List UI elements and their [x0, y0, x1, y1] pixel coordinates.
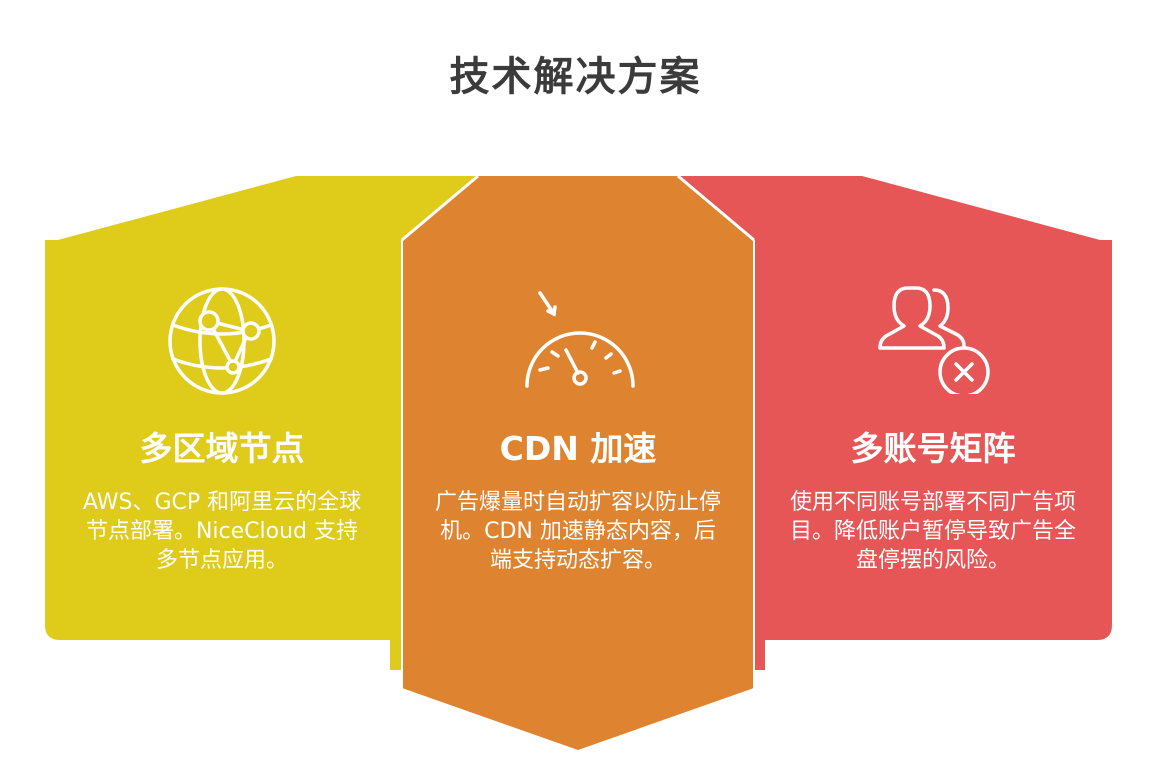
card-title-multi-region: 多区域节点	[139, 429, 305, 468]
red-card-shape	[754, 240, 1112, 670]
page-title: 技术解决方案	[449, 54, 702, 100]
users-remove-icon	[878, 286, 990, 394]
yellow-card-shape	[45, 240, 402, 670]
card-title-multi-account: 多账号矩阵	[850, 429, 1016, 468]
card-desc-multi-account: 使用不同账号部署不同广告项目。降低账户暂停导致广告全盘停摆的风险。	[789, 490, 1076, 573]
globe-network-icon	[168, 287, 276, 395]
card-desc-multi-region: AWS、GCP 和阿里云的全球节点部署。NiceCloud 支持多节点应用。	[82, 490, 362, 573]
yellow-roof	[58, 176, 478, 240]
speedometer-icon	[525, 291, 635, 388]
red-roof	[678, 176, 1100, 240]
card-title-cdn: CDN 加速	[499, 429, 657, 468]
orange-card-shape	[402, 240, 754, 750]
card-desc-cdn: 广告爆量时自动扩容以防止停机。CDN 加速静态内容，后端支持动态扩容。	[434, 490, 721, 573]
orange-roof	[402, 176, 754, 240]
